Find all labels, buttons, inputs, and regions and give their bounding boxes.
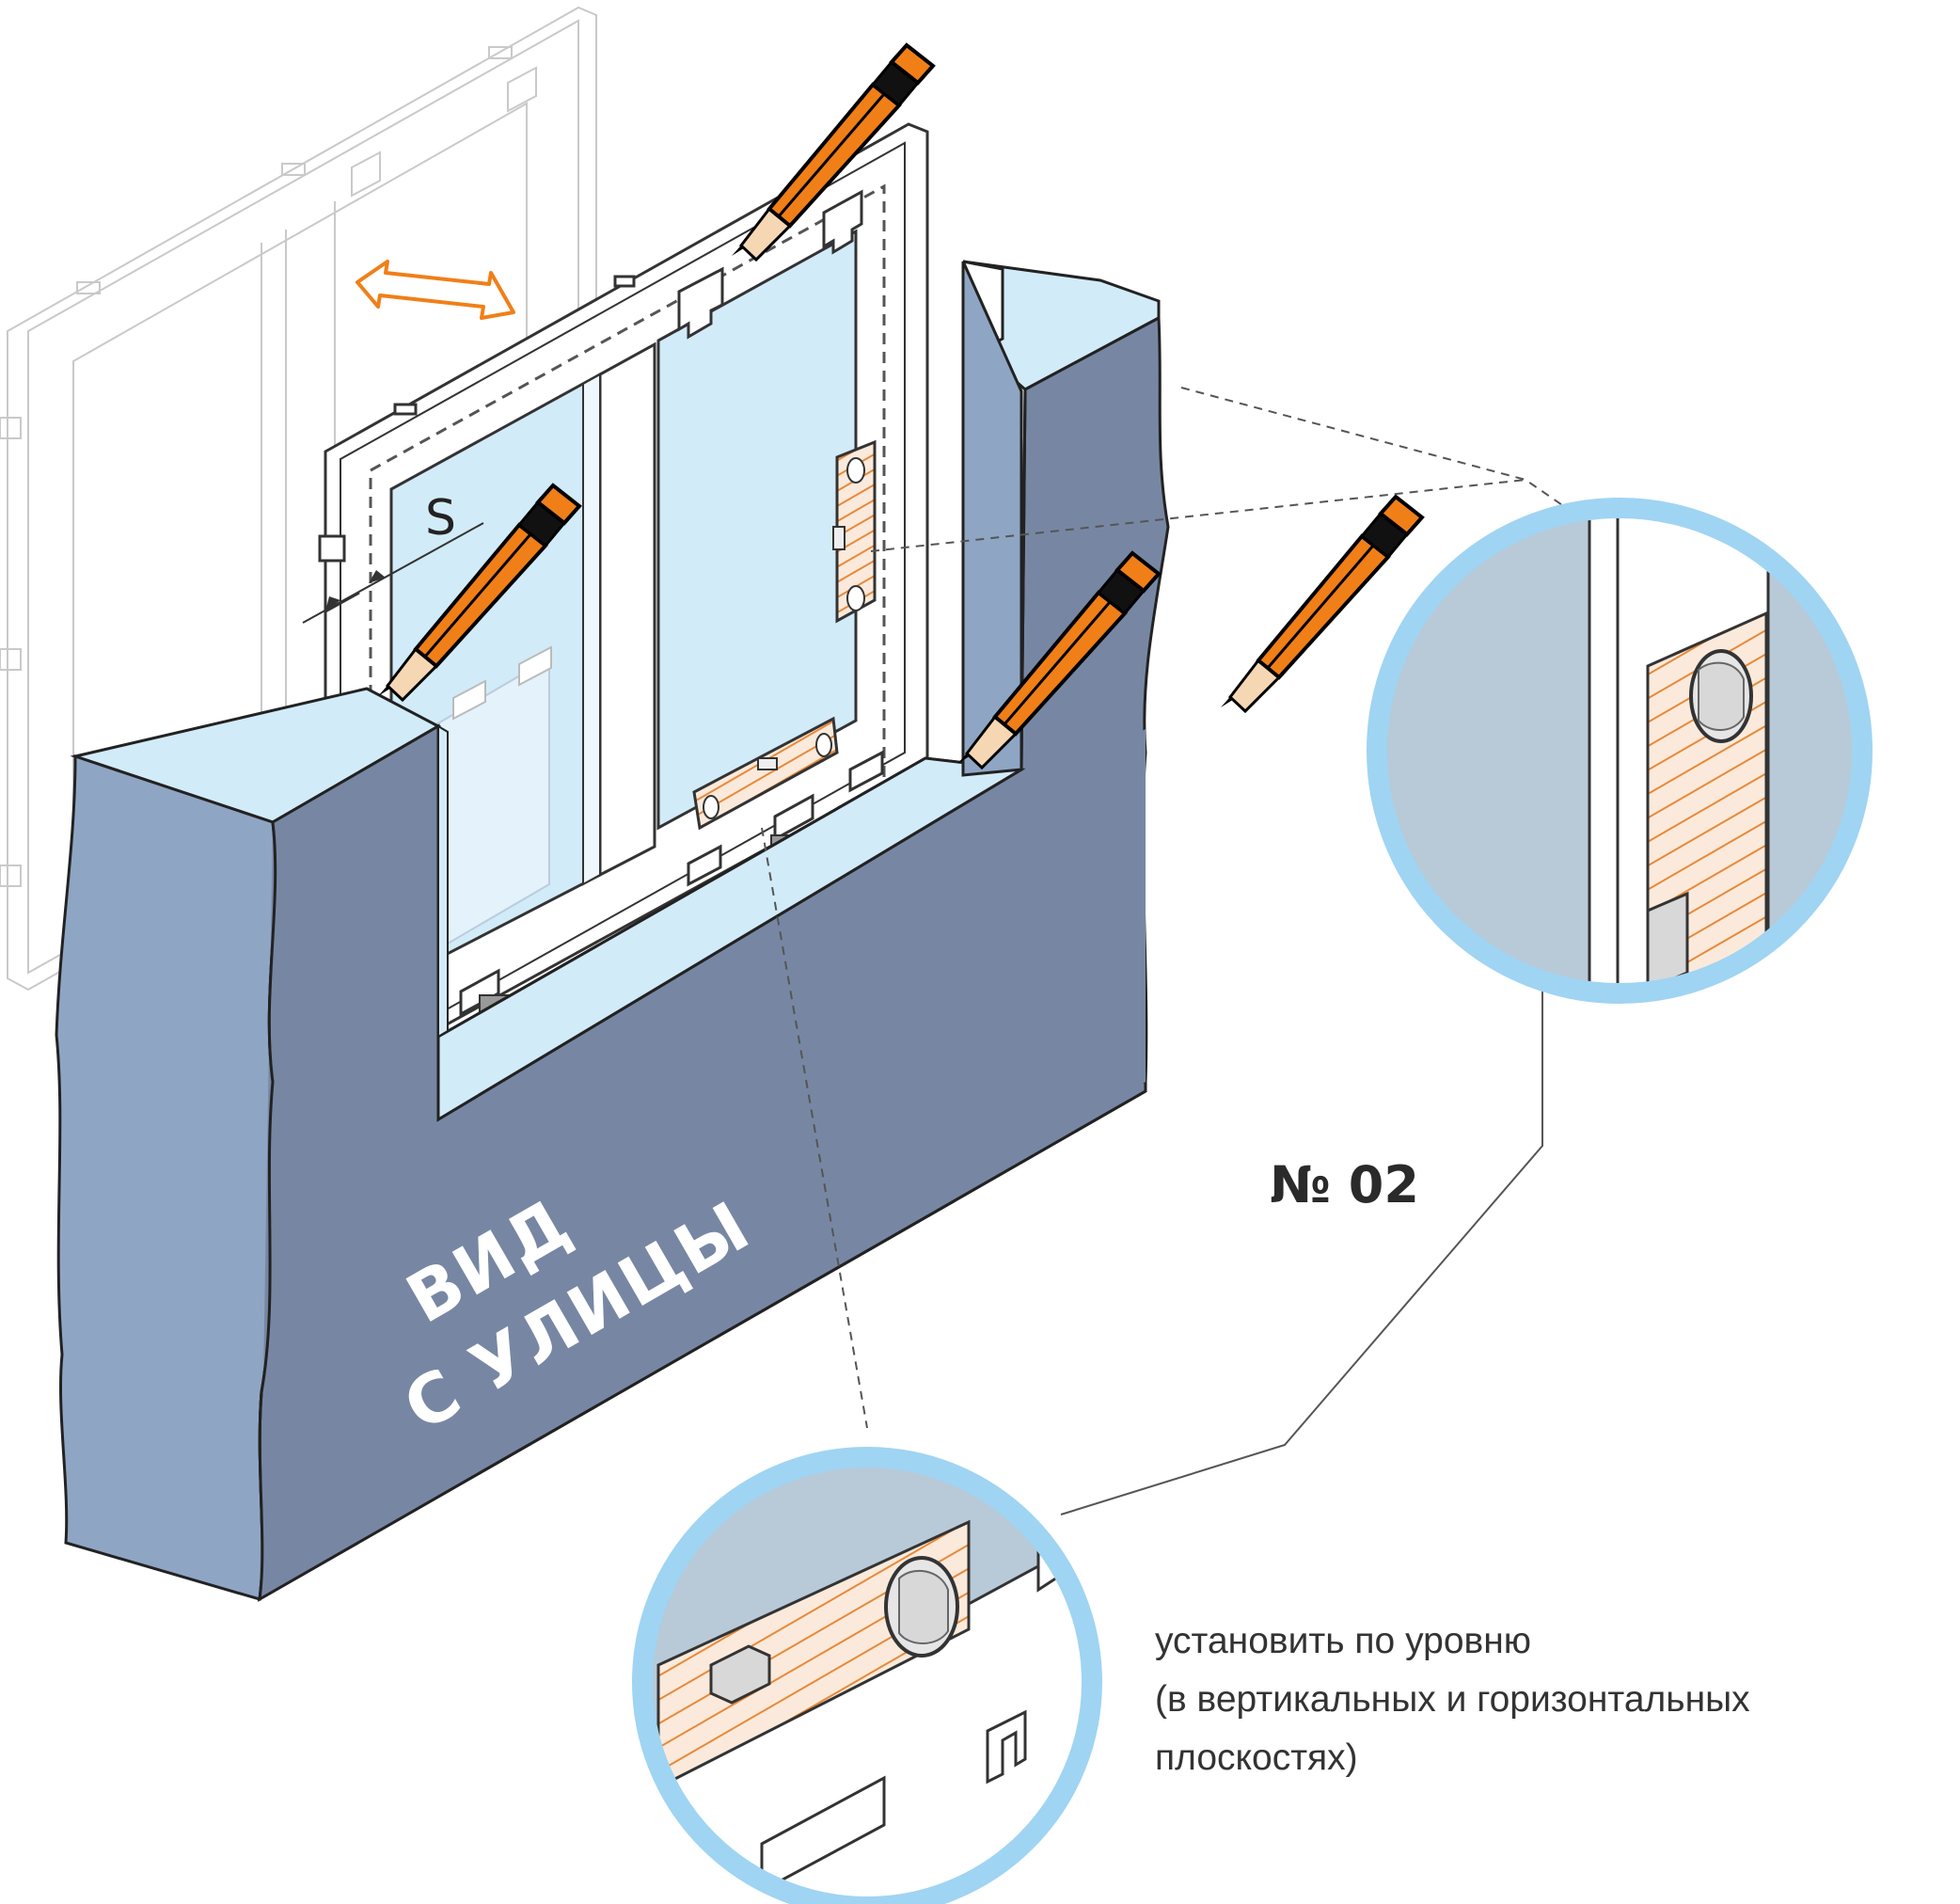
caption-line3: плоскостях) xyxy=(1155,1737,1358,1778)
instruction-caption: установить по уровню (в вертикальных и г… xyxy=(1155,1612,1926,1787)
double-arrow-icon xyxy=(356,260,515,320)
spirit-level-icon xyxy=(832,439,877,624)
caption-line1: установить по уровню xyxy=(1155,1621,1532,1661)
spirit-level-icon xyxy=(692,716,839,831)
gap-dimension: S xyxy=(302,490,484,624)
callout-vertical-level xyxy=(1367,498,1873,1004)
step-number: № 02 xyxy=(1270,1155,1419,1214)
wall xyxy=(55,260,1170,1602)
callout-horizontal-level xyxy=(632,1447,1102,1904)
gap-label: S xyxy=(425,490,456,547)
caption-line2: (в вертикальных и горизонтальных xyxy=(1155,1679,1750,1720)
